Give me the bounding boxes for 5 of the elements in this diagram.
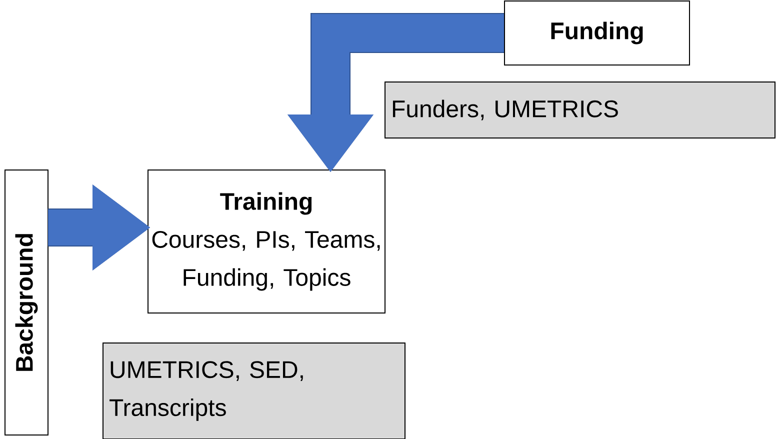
heading-box: Funding xyxy=(504,0,690,66)
heading-box: Background xyxy=(4,170,48,436)
source-box: Funders, UMETRICS xyxy=(384,82,776,138)
process-box: Training Courses, PIs, Teams, Funding, Topics xyxy=(148,170,386,314)
source-box: UMETRICS, SED, Transcripts xyxy=(102,342,406,439)
